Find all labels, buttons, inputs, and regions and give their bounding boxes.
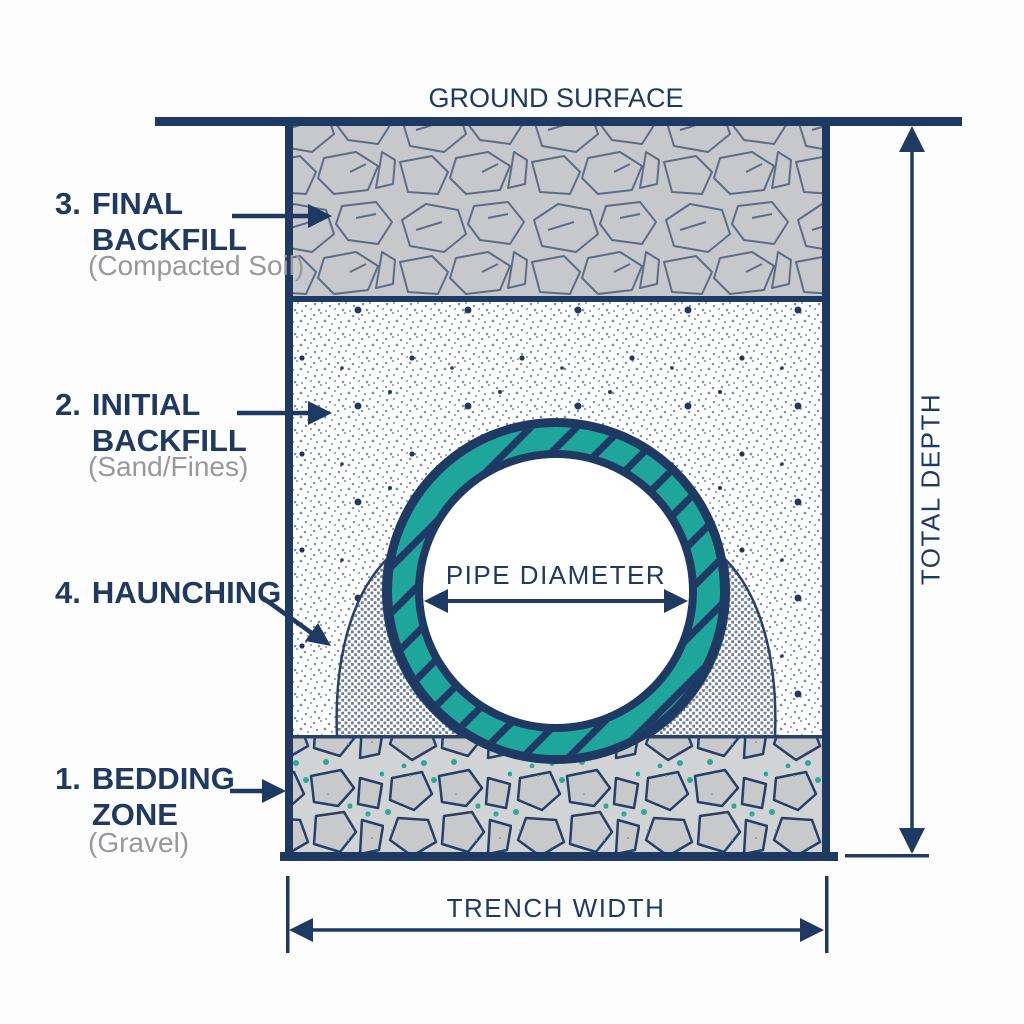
layer-subtitle-bedding-zone: (Gravel) [88, 827, 190, 858]
layer-number: 2. [55, 387, 81, 422]
bedding-arrow [230, 779, 286, 803]
layer-label-haunching: 4. HAUNCHING [55, 575, 281, 611]
pipe-diameter-label: PIPE DIAMETER [445, 560, 667, 590]
trench-width-dimension [286, 876, 829, 953]
haunching-arrow [261, 596, 331, 646]
pipe-diameter-dimension-arrow [424, 589, 688, 613]
layer-number: 3. [55, 186, 81, 221]
total-depth-dimension [845, 126, 929, 858]
trench-width-right-tick [825, 876, 829, 953]
layer-label-bedding-zone: 1. BEDDING ZONE [55, 761, 235, 833]
trench-width-left-tick [286, 876, 290, 953]
initial-backfill-arrow [237, 401, 332, 425]
trench-left-wall [285, 120, 293, 860]
layer-subtitle-initial-backfill: (Sand/Fines) [88, 451, 249, 482]
final-backfill-layer [293, 125, 822, 297]
layer-subtitle-final-backfill: (Compacted Soil) [88, 250, 305, 281]
layer-title: BEDDING ZONE [91, 761, 235, 832]
layer-number: 1. [55, 761, 81, 796]
final-initial-divider-line [293, 296, 822, 302]
ground-surface-line [155, 117, 962, 126]
trench-width-label: TRENCH WIDTH [446, 893, 666, 923]
layer-title: HAUNCHING [91, 575, 282, 610]
pipe-bore [423, 458, 689, 724]
layer-label-initial-backfill: 2. INITIAL BACKFILL [55, 387, 247, 459]
trench-right-wall [822, 120, 830, 860]
trench-bottom-line [280, 852, 838, 861]
pipe [383, 418, 729, 764]
layer-label-final-backfill: 3. FINAL BACKFILL [55, 186, 247, 258]
layer-title: INITIAL BACKFILL [91, 387, 247, 458]
ground-surface-label: GROUND SURFACE [428, 83, 684, 113]
total-depth-bottom-tick [845, 854, 929, 858]
layer-title: FINAL BACKFILL [91, 186, 247, 257]
final-backfill-arrow [232, 204, 332, 228]
total-depth-label: TOTAL DEPTH [915, 392, 946, 586]
layer-number: 4. [55, 575, 81, 610]
